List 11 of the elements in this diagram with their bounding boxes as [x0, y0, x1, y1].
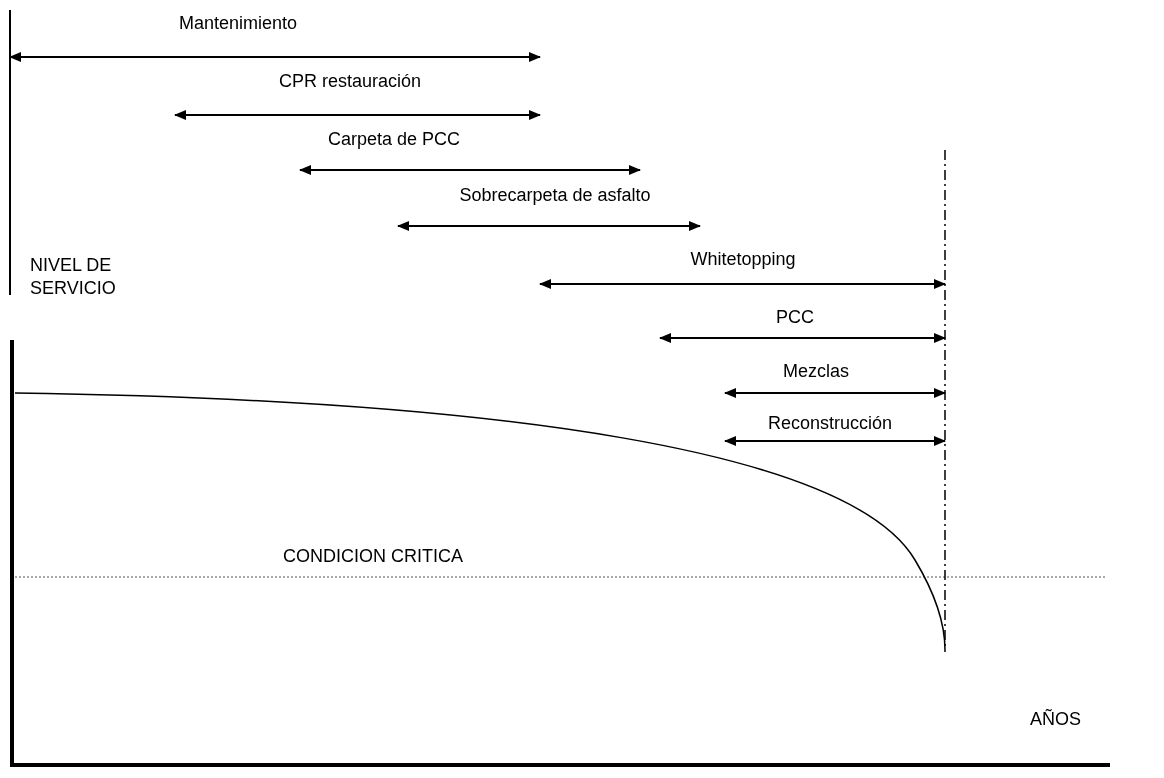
axis-label: NIVEL DE SERVICIO [30, 254, 117, 301]
axis-label: CONDICION CRITICA [283, 545, 463, 568]
range-label: Reconstrucción [767, 412, 893, 435]
range-label: Whitetopping [690, 248, 796, 271]
range-label: CPR restauración [278, 70, 422, 93]
axis-label: AÑOS [1030, 708, 1081, 731]
range-label: Carpeta de PCC [327, 128, 461, 151]
range-label: Mezclas [783, 360, 849, 383]
range-label: Mantenimiento [178, 12, 298, 35]
range-label: Sobrecarpeta de asfalto [459, 184, 651, 207]
range-label: PCC [776, 306, 814, 329]
